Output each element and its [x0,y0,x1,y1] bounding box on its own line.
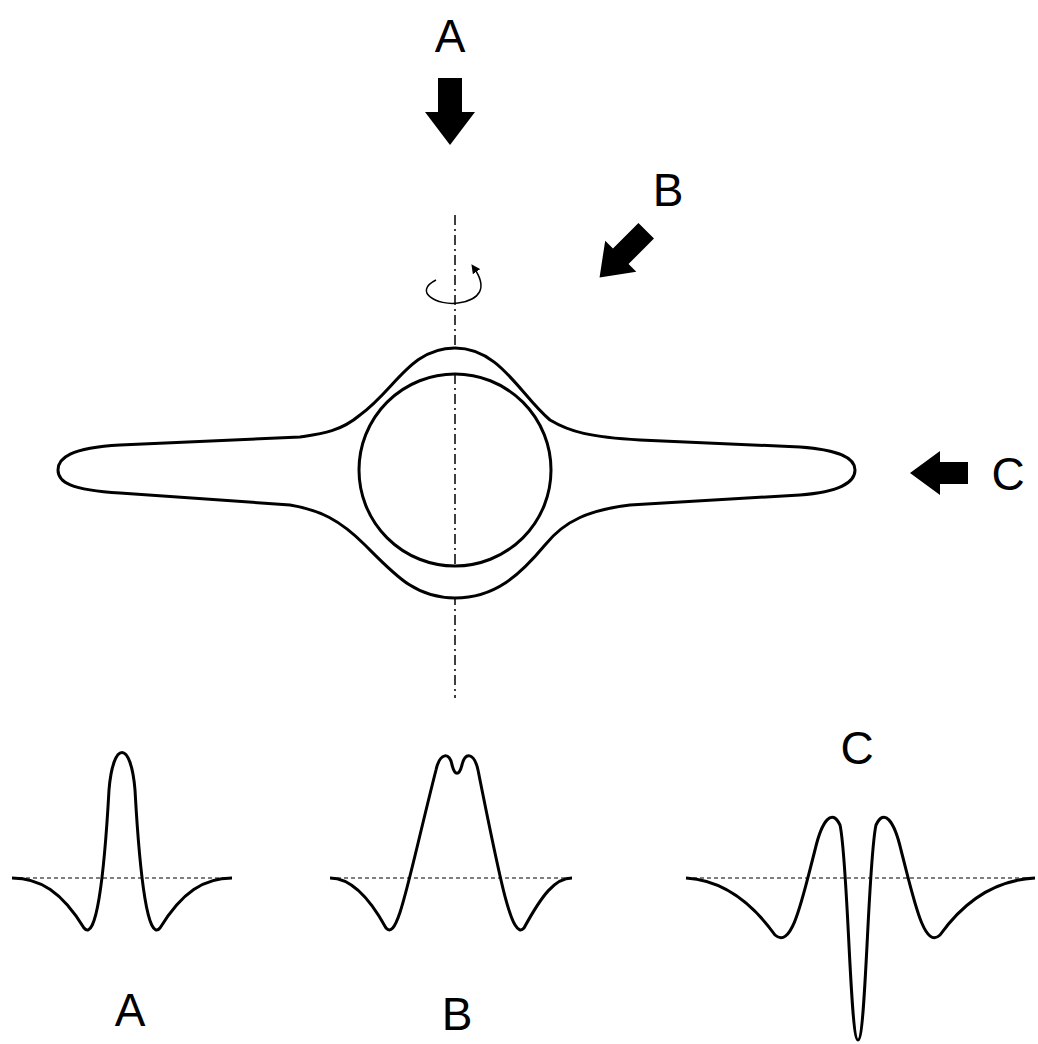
profile-label: C [840,725,873,771]
view-label: B [653,167,684,213]
view-arrow [910,451,968,495]
continuum-level [12,877,232,878]
line-profile [686,817,1035,1040]
circumstellar-disk [58,348,855,598]
view-arrow [584,215,662,293]
line-profile [12,753,232,930]
rotation-axis-inner [454,374,456,566]
continuum-level [330,877,572,878]
star [359,374,551,566]
view-label: C [991,451,1024,497]
profile-label: B [442,991,473,1037]
rotation-axis [454,215,456,698]
view-label: A [435,13,466,59]
continuum-level [686,877,1035,878]
rotation-arrow [426,268,481,303]
line-profile [330,756,572,930]
profile-label: A [115,987,146,1033]
view-arrow [425,78,475,145]
